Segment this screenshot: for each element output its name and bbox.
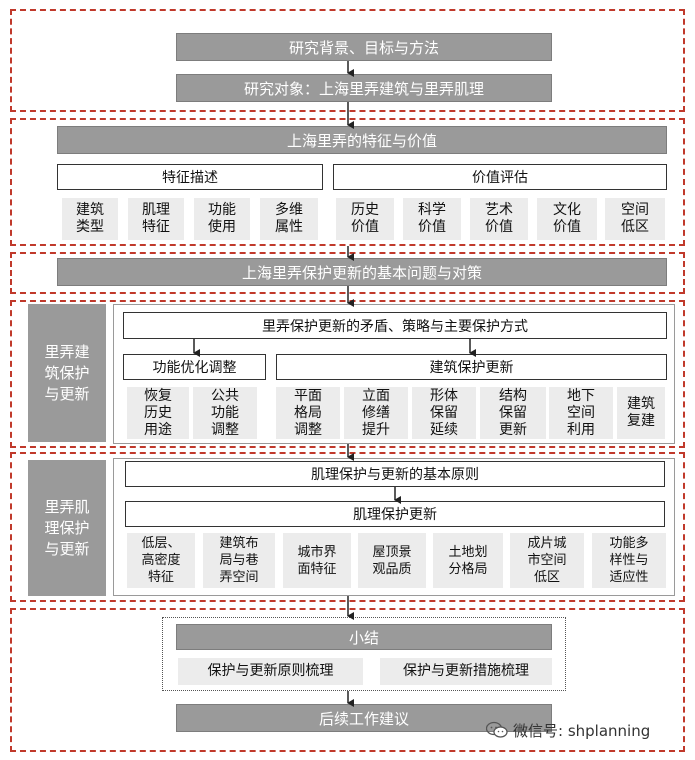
diagram-cell: 结构 保留 更新 [480,387,546,439]
measures-review-box: 保护与更新措施梳理 [380,658,552,685]
diagram-cell: 恢复 历史 用途 [127,387,189,439]
diagram-cell: 公共 功能 调整 [193,387,257,439]
diagram-cell: 空间 低区 [605,198,665,240]
building-protection-side-label: 里弄建 筑保护 与更新 [28,304,106,442]
diagram-cell: 肌理 特征 [128,198,184,240]
wechat-icon [486,721,508,738]
diagram-cell: 文化 价值 [537,198,597,240]
research-object-bar: 研究对象：上海里弄建筑与里弄肌理 [176,74,552,102]
diagram-cell: 多维 属性 [260,198,318,240]
feature-description-header: 特征描述 [57,164,323,190]
diagram-cell: 功能多 样性与 适应性 [592,533,666,588]
summary-title: 小结 [176,624,552,650]
diagram-cell: 建筑 类型 [62,198,118,240]
diagram-cell: 艺术 价值 [470,198,528,240]
diagram-cell: 立面 修缮 提升 [344,387,408,439]
fabric-principles-header: 肌理保护与更新的基本原则 [125,461,665,487]
features-values-title: 上海里弄的特征与价值 [57,126,667,154]
research-background-bar: 研究背景、目标与方法 [176,33,552,61]
diagram-cell: 土地划 分格局 [433,533,503,588]
diagram-cell: 功能 使用 [194,198,250,240]
principles-review-box: 保护与更新原则梳理 [178,658,363,685]
building-strategy-header: 里弄保护更新的矛盾、策略与主要保护方式 [123,312,667,339]
fabric-protection-side-label: 里弄肌 理保护 与更新 [28,460,106,596]
diagram-cell: 形体 保留 延续 [412,387,476,439]
diagram-cell: 城市界 面特征 [283,533,351,588]
diagram-cell: 屋顶景 观品质 [358,533,426,588]
diagram-cell: 成片城 市空间 低区 [510,533,584,588]
problems-countermeasures-title: 上海里弄保护更新的基本问题与对策 [57,258,667,286]
diagram-cell: 地下 空间 利用 [549,387,613,439]
diagram-cell: 科学 价值 [403,198,461,240]
follow-up-suggestions-bar: 后续工作建议 [176,704,552,732]
diagram-cell: 建筑布 局与巷 弄空间 [203,533,275,588]
diagram-cell: 历史 价值 [336,198,394,240]
watermark: 微信号: shplanning [486,718,686,742]
diagram-cell: 平面 格局 调整 [276,387,340,439]
diagram-cell: 建筑 复建 [617,387,665,439]
watermark-text: 微信号: shplanning [513,721,651,740]
summary-dotted-frame [162,617,566,691]
diagram-cell: 低层、 高密度 特征 [127,533,195,588]
value-assessment-header: 价值评估 [333,164,667,190]
